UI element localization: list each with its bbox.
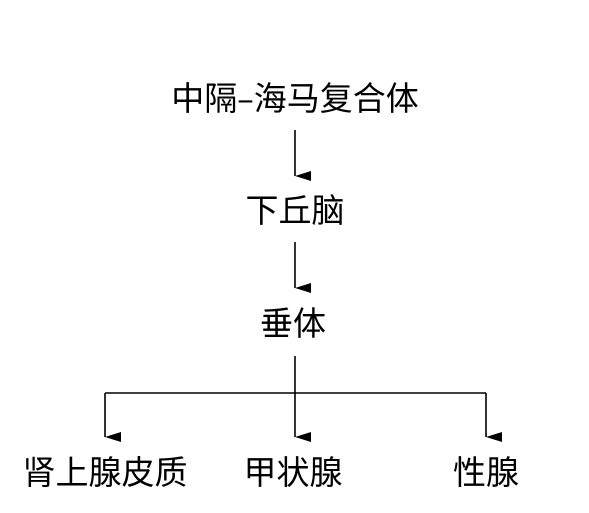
- node-pituitary: 垂体: [260, 304, 326, 343]
- node-hypothalamus: 下丘脑: [246, 191, 345, 230]
- node-thyroid: 甲状腺: [244, 453, 343, 492]
- node-septal-hippocampal-complex: 中隔–海马复合体: [171, 79, 419, 118]
- node-adrenal-cortex: 肾上腺皮质: [23, 453, 188, 492]
- node-gonads: 性腺: [453, 453, 519, 492]
